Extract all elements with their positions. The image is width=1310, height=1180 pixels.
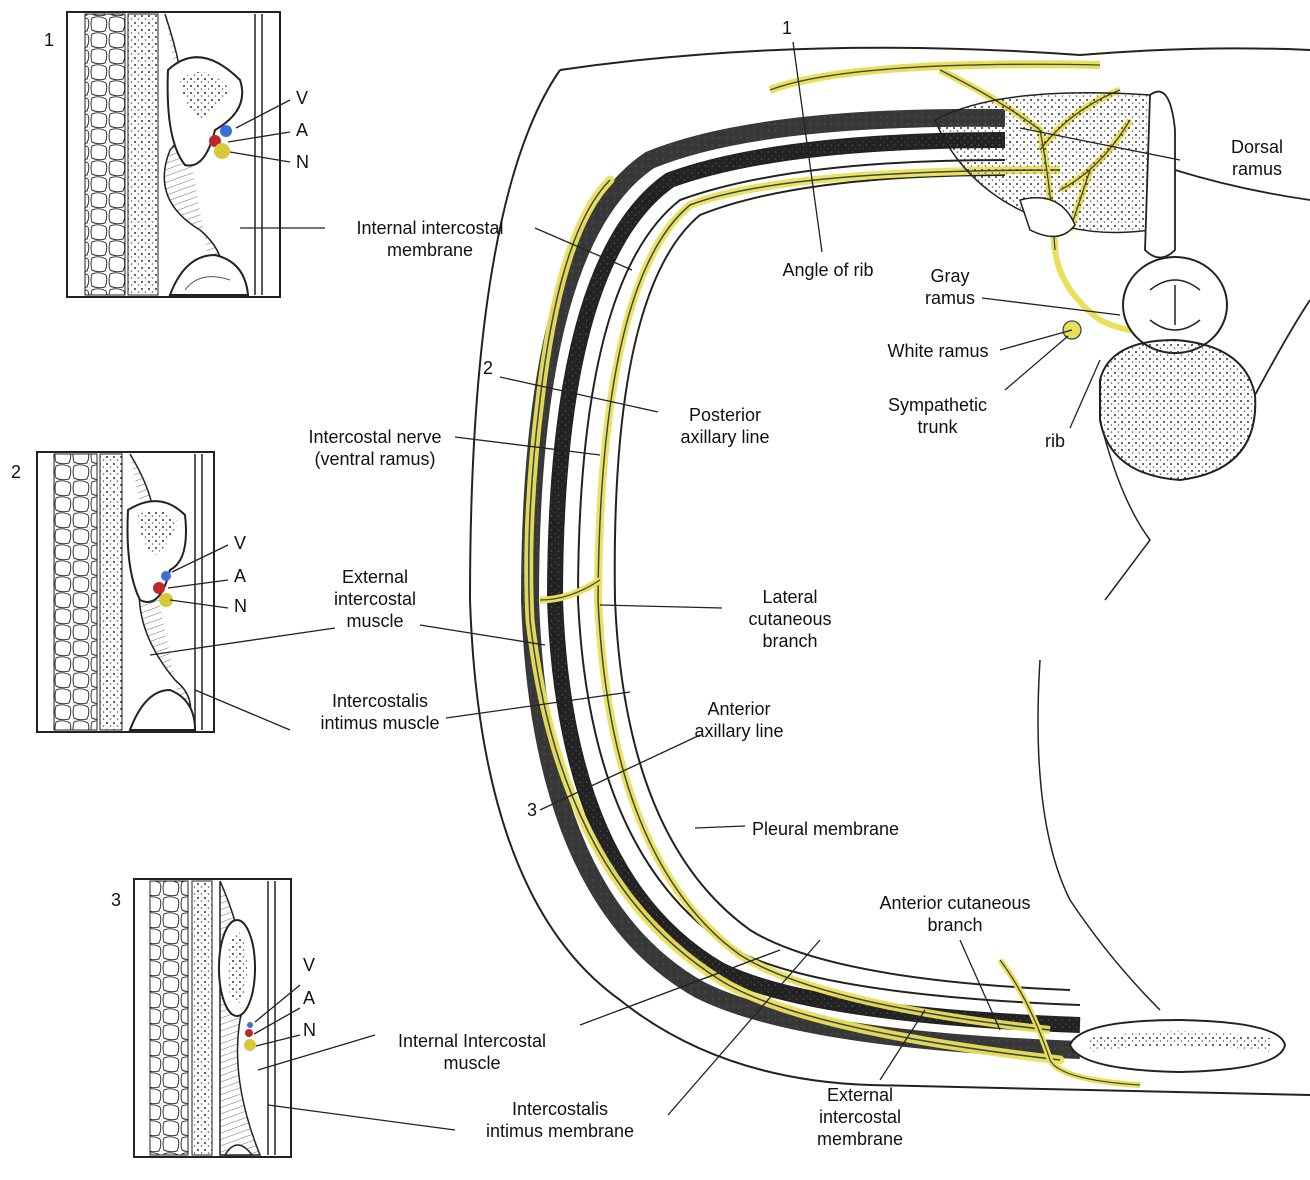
section-number-2: 2: [483, 358, 493, 379]
label-anterior-cutaneous-branch: Anterior cutaneous branch: [860, 892, 1050, 936]
label-posterior-axillary-line: Posterior axillary line: [655, 404, 795, 448]
label-internal-intercostal-muscle: Internal Intercostal muscle: [372, 1030, 572, 1074]
inset1-artery-letter: A: [296, 120, 308, 141]
label-intercostalis-intimus-membrane: Intercostalis intimus membrane: [460, 1098, 660, 1142]
label-white-ramus: White ramus: [873, 340, 1003, 362]
inset-number-1: 1: [44, 30, 54, 51]
inset3-nerve-letter: N: [303, 1020, 316, 1041]
inset2-nerve-letter: N: [234, 596, 247, 617]
inset-1: [67, 12, 325, 297]
inset-3: [134, 879, 455, 1157]
label-external-intercostal-membrane: External intercostal membrane: [795, 1084, 925, 1150]
label-rib: rib: [1030, 430, 1080, 452]
label-anterior-axillary-line: Anterior axillary line: [664, 698, 814, 742]
label-external-intercostal-muscle: External intercostal muscle: [315, 566, 435, 632]
label-intercostal-nerve: Intercostal nerve (ventral ramus): [280, 426, 470, 470]
section-number-1: 1: [782, 18, 792, 39]
inset1-nerve-letter: N: [296, 152, 309, 173]
label-gray-ramus: Gray ramus: [910, 265, 990, 309]
thoracic-cross-section: [420, 42, 1310, 1115]
label-pleural-membrane: Pleural membrane: [752, 818, 952, 840]
inset2-artery-letter: A: [234, 566, 246, 587]
label-angle-of-rib: Angle of rib: [768, 259, 888, 281]
inset1-vein-letter: V: [296, 88, 308, 109]
inset3-artery-letter: A: [303, 988, 315, 1009]
label-internal-intercostal-membrane: Internal intercostal membrane: [330, 217, 530, 261]
inset-number-3: 3: [111, 890, 121, 911]
section-number-3: 3: [527, 800, 537, 821]
label-intercostalis-intimus-muscle: Intercostalis intimus muscle: [290, 690, 470, 734]
label-sympathetic-trunk: Sympathetic trunk: [870, 394, 1005, 438]
inset3-vein-letter: V: [303, 955, 315, 976]
label-dorsal-ramus: Dorsal ramus: [1212, 136, 1302, 180]
inset-number-2: 2: [11, 462, 21, 483]
inset2-vein-letter: V: [234, 533, 246, 554]
label-lateral-cutaneous-branch: Lateral cutaneous branch: [725, 586, 855, 652]
